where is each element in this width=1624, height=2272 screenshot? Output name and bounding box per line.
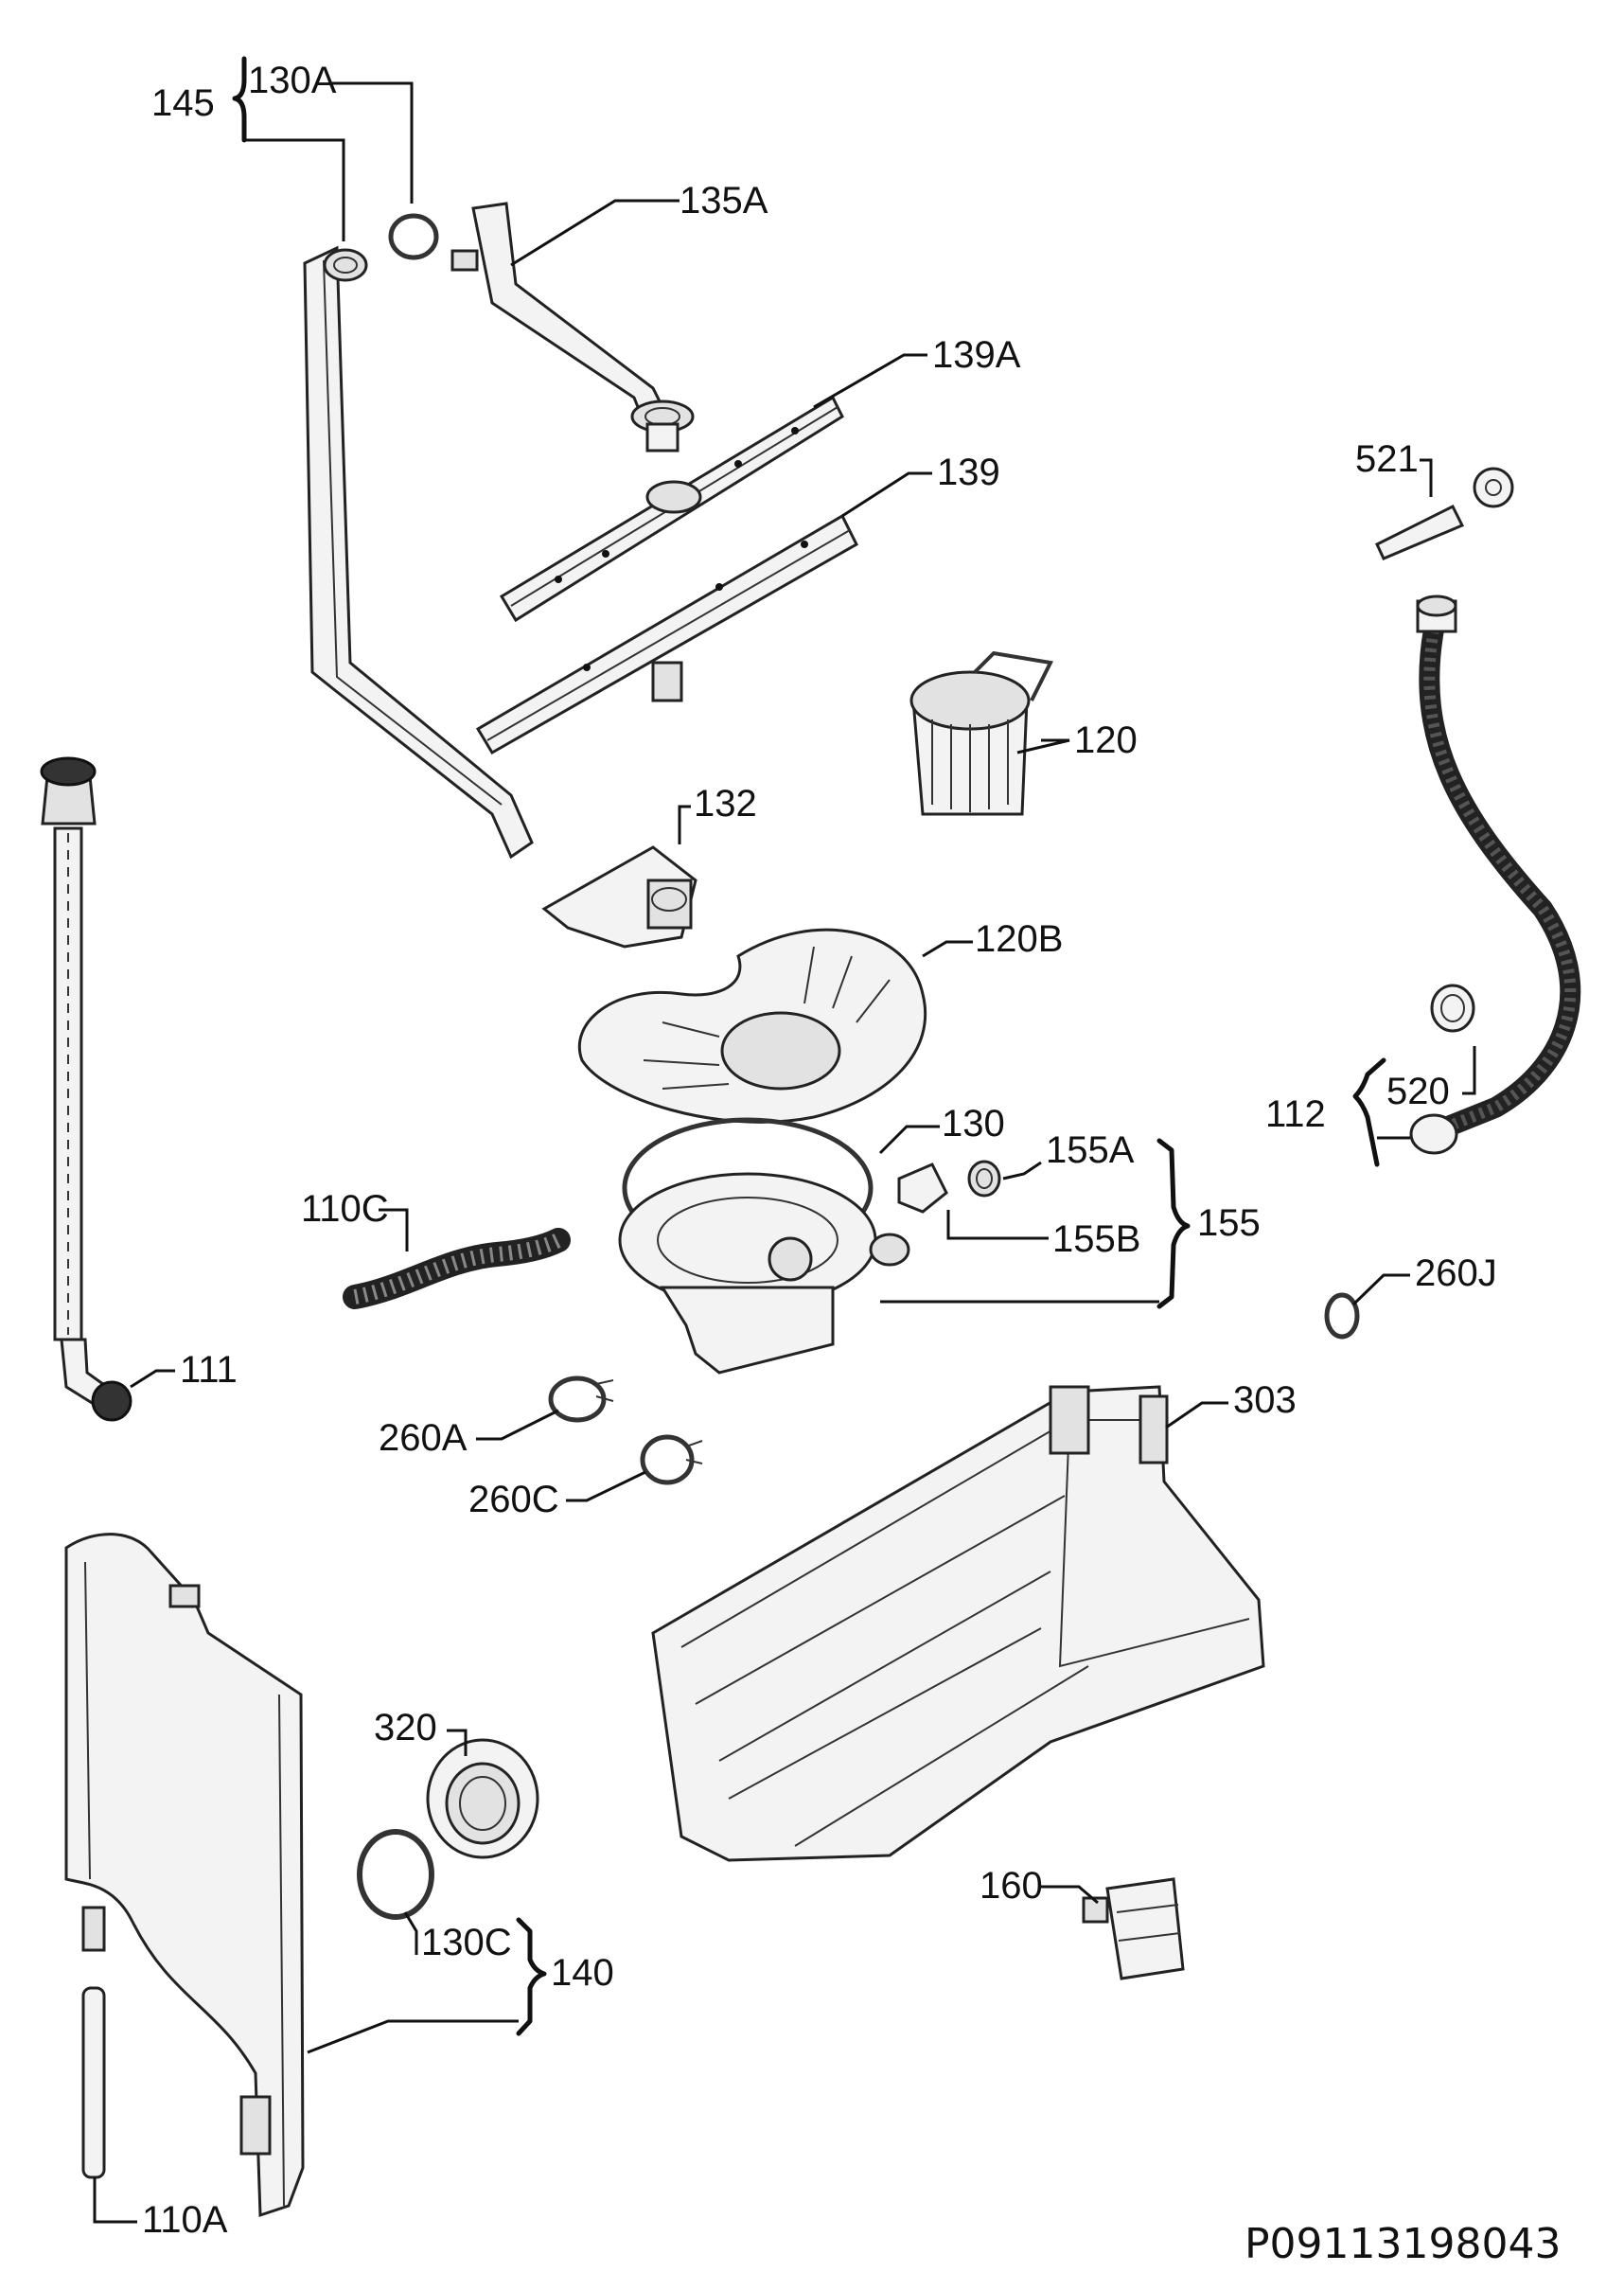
drain-pump <box>1082 1877 1185 1980</box>
label-145: 145 <box>151 82 215 124</box>
hose-connector <box>1430 984 1475 1033</box>
label-140: 140 <box>551 1952 614 1994</box>
label-120: 120 <box>1074 719 1138 761</box>
drain-hose <box>1409 595 1581 1155</box>
label-155a: 155A <box>1046 1129 1135 1171</box>
label-120b: 120B <box>975 918 1063 960</box>
seal-320 <box>426 1738 539 1859</box>
base-frame <box>651 1385 1265 1862</box>
o-ring-130a <box>388 213 439 260</box>
gasket-130c <box>357 1829 434 1920</box>
label-155b: 155B <box>1052 1218 1140 1260</box>
label-130a: 130A <box>248 60 337 101</box>
inlet-hose <box>40 756 132 1422</box>
riser-pipe <box>303 245 534 860</box>
small-hose <box>343 1228 571 1309</box>
hose-clip <box>1375 467 1514 560</box>
supply-arm <box>450 202 695 453</box>
sump-assembly <box>618 1117 910 1375</box>
label-111: 111 <box>180 1349 238 1391</box>
label-160: 160 <box>980 1865 1043 1907</box>
label-135a: 135A <box>680 180 768 222</box>
clamp-260c <box>640 1434 703 1485</box>
label-110c: 110C <box>301 1188 389 1230</box>
label-303: 303 <box>1233 1379 1297 1421</box>
side-panel <box>64 1533 305 2218</box>
heater-bracket <box>541 845 697 949</box>
label-139a: 139A <box>932 334 1021 376</box>
rod-110a <box>81 1986 106 2179</box>
label-132: 132 <box>694 783 757 825</box>
label-155: 155 <box>1197 1202 1261 1244</box>
label-260c: 260C <box>468 1479 559 1520</box>
label-521: 521 <box>1355 438 1419 480</box>
label-260a: 260A <box>379 1417 468 1459</box>
lower-spray-arm <box>475 513 858 755</box>
label-130: 130 <box>942 1103 1005 1145</box>
clamp-260a <box>548 1376 614 1423</box>
drawing-code: P09113198043 <box>1244 2220 1561 2268</box>
filter-cylinder <box>909 650 1053 816</box>
label-520: 520 <box>1386 1071 1450 1112</box>
filter-plate <box>577 928 927 1124</box>
label-110a: 110A <box>142 2199 228 2241</box>
label-112: 112 <box>1265 1093 1326 1135</box>
label-139: 139 <box>937 452 1000 493</box>
part-labels: 145 130A 135A 139A 139 521 120 132 120B … <box>142 60 1561 2268</box>
leader-lines <box>93 56 1476 2224</box>
clamp-260j <box>1324 1292 1360 1340</box>
sump-valve-parts <box>897 1160 1001 1214</box>
label-320: 320 <box>374 1707 437 1748</box>
upper-spray-arm <box>499 395 844 623</box>
label-260j: 260J <box>1415 1252 1497 1294</box>
label-130c: 130C <box>421 1922 512 1963</box>
